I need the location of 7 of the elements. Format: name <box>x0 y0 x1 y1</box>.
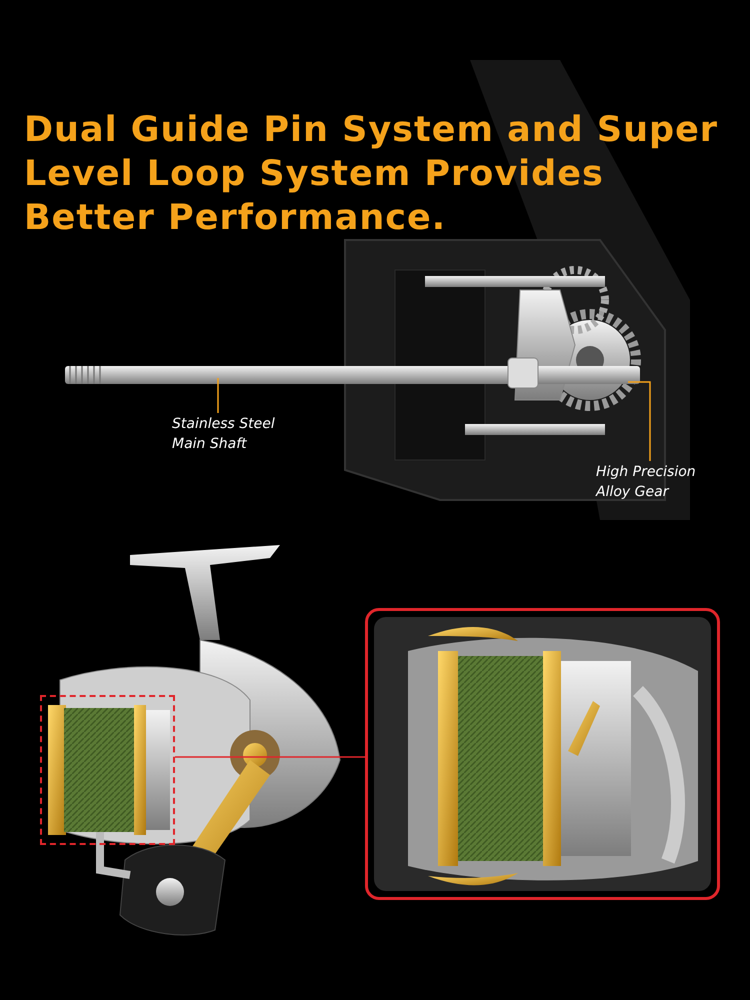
connector-line <box>175 756 365 758</box>
leader-line <box>217 378 219 413</box>
headline: Dual Guide Pin System and Super Level Loop System Provides Better Performance. <box>24 109 720 240</box>
callout-label: Stainless Steel Main Shaft <box>172 414 297 454</box>
dashed-highlight-frame <box>40 695 175 845</box>
callout-label: High Precision Alloy Gear <box>596 462 726 502</box>
leader-line <box>628 381 651 461</box>
